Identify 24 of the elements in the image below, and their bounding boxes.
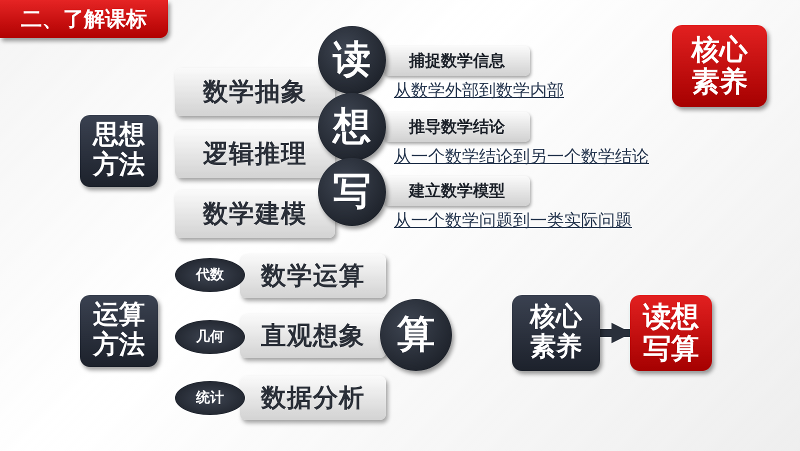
domain-pill: 几何 — [175, 320, 245, 354]
highlight-box: 核心素养 — [672, 25, 767, 107]
title-banner: 二、了解课标 — [0, 0, 168, 38]
domain-pill: 统计 — [175, 381, 245, 415]
concept-bar: 直观想象 — [240, 314, 386, 358]
subtitle-text: 从一个数学结论到另一个数学结论 — [394, 146, 649, 168]
concept-bar: 数据分析 — [240, 376, 386, 420]
domain-pill: 代数 — [175, 258, 245, 292]
skill-tag: 建立数学模型 — [384, 176, 530, 206]
concept-bar: 数学运算 — [240, 254, 386, 298]
highlight-box: 读想写算 — [630, 295, 712, 371]
character-circle: 算 — [380, 299, 452, 371]
character-circle: 读 — [318, 26, 386, 94]
skill-tag: 推导数学结论 — [384, 112, 530, 142]
concept-bar: 数学建模 — [175, 190, 335, 238]
concept-bar: 数学抽象 — [175, 68, 335, 116]
category-box: 核心素养 — [512, 295, 600, 371]
arrow — [600, 322, 632, 344]
category-box: 思想方法 — [80, 115, 158, 187]
skill-tag: 捕捉数学信息 — [384, 46, 530, 76]
category-box: 运算方法 — [80, 295, 158, 367]
subtitle-text: 从一个数学问题到一类实际问题 — [394, 210, 632, 232]
character-circle: 写 — [318, 158, 386, 226]
subtitle-text: 从数学外部到数学内部 — [394, 80, 564, 102]
